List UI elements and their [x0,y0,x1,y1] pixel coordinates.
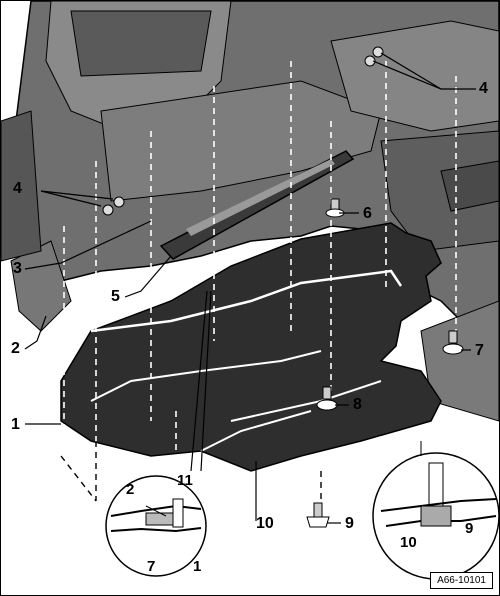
callout-9: 9 [345,515,354,532]
callout-5: 5 [111,288,120,305]
bolt-9 [306,502,330,528]
callout-1: 1 [11,416,20,433]
callout-10: 10 [256,515,274,532]
reference-code: A66-10101 [430,572,493,589]
detail-left-callout-7: 7 [147,558,156,575]
callout-4-left: 4 [13,180,22,197]
callout-6: 6 [363,205,372,222]
nuts-4-left [102,196,125,216]
detail-circle-left [105,475,207,577]
callout-7: 7 [475,342,484,359]
detail-left-callout-2: 2 [126,481,135,498]
callout-2: 2 [11,340,20,357]
engine-bay-background [1,1,499,422]
callout-11: 11 [177,472,193,489]
guide-lines [63,61,457,461]
nuts-4-top [364,46,384,67]
bolt-8 [316,386,338,411]
detail-circle-right [372,441,499,580]
detail-right-callout-9: 9 [465,520,474,537]
callout-4-top: 4 [479,80,488,97]
bolt-7 [442,330,464,355]
callout-3: 3 [13,260,22,277]
support-bracket [159,150,355,260]
detail-right-callout-10: 10 [400,534,417,551]
leader-lines [24,52,476,524]
detail-left-callout-1: 1 [193,558,202,575]
callout-8: 8 [353,396,362,413]
